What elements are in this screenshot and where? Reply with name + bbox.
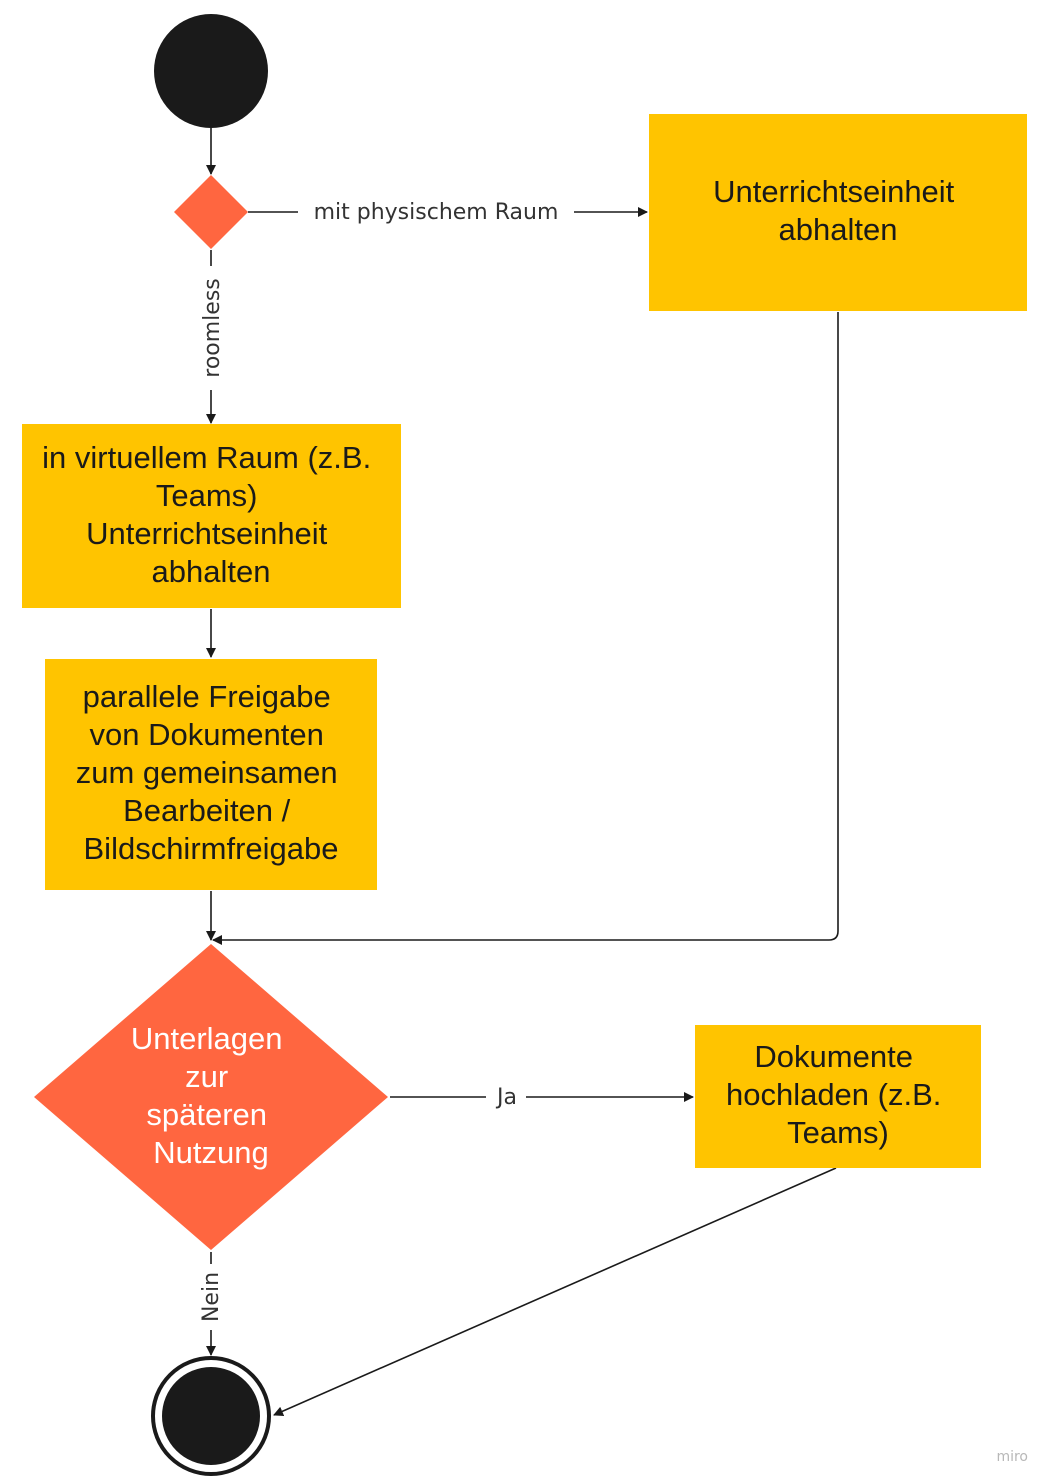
activity-upload-documents-line-2: hochladen (z.B. [726,1077,941,1112]
activity-document-sharing-line-4: Bearbeiten / [123,793,291,828]
activity-virtual-lesson-line-4: abhalten [152,554,271,589]
edge-label-roomless: roomless [200,278,225,377]
decision-documents-later-use: Unterlagen zur späteren Nutzung [34,944,388,1250]
activity-virtual-lesson-label: in virtuellem Raum (z.B. Teams) Unterric… [42,440,380,589]
end-node-inner [162,1367,260,1465]
miro-watermark: miro [996,1449,1028,1465]
activity-virtual-lesson-line-1: in virtuellem Raum (z.B. [42,440,371,475]
activity-upload-documents: Dokumente hochladen (z.B. Teams) [695,1025,981,1168]
edge-label-no: Nein [199,1272,224,1322]
activity-upload-documents-line-1: Dokumente [754,1039,913,1074]
activity-physical-lesson: Unterrichtseinheit abhalten [649,114,1027,311]
decision-line-3: späteren [146,1097,267,1132]
edge-upload-to-end [273,1167,837,1416]
activity-physical-lesson-line-1: Unterrichtseinheit [713,174,955,209]
decision-room-type [174,175,248,249]
activity-virtual-lesson-box [22,424,401,608]
activity-document-sharing-line-2: von Dokumenten [90,717,324,752]
edges [206,128,839,1416]
activity-virtual-lesson-line-3: Unterrichtseinheit [86,516,328,551]
activity-upload-documents-label: Dokumente hochladen (z.B. Teams) [726,1039,950,1150]
decision-documents-later-use-label: Unterlagen zur späteren Nutzung [131,1021,291,1170]
activity-document-sharing-box [45,659,377,890]
end-node [151,1356,271,1476]
edge-label-yes: Ja [495,1085,517,1110]
edge-label-physical: mit physischem Raum [314,200,559,225]
activity-physical-lesson-line-2: abhalten [779,212,898,247]
decision-line-2: zur [185,1059,228,1094]
activity-virtual-lesson: in virtuellem Raum (z.B. Teams) Unterric… [22,424,401,608]
activity-document-sharing-line-5: Bildschirmfreigabe [84,831,339,866]
activity-physical-lesson-box [649,114,1027,311]
activity-document-sharing-line-1: parallele Freigabe [83,679,331,714]
decision-line-4: Nutzung [153,1135,268,1170]
activity-upload-documents-line-3: Teams) [787,1115,889,1150]
activity-document-sharing: parallele Freigabe von Dokumenten zum ge… [45,659,377,890]
activity-virtual-lesson-line-2: Teams) [156,478,258,513]
activity-upload-documents-box [695,1025,981,1168]
activity-document-sharing-label: parallele Freigabe von Dokumenten zum ge… [76,679,347,866]
activity-document-sharing-line-3: zum gemeinsamen [76,755,338,790]
activity-physical-lesson-label: Unterrichtseinheit abhalten [713,174,963,247]
decision-documents-later-use-shape [34,944,388,1250]
edge-physical-to-merge [212,312,839,945]
decision-line-1: Unterlagen [131,1021,283,1056]
start-node [154,14,268,128]
